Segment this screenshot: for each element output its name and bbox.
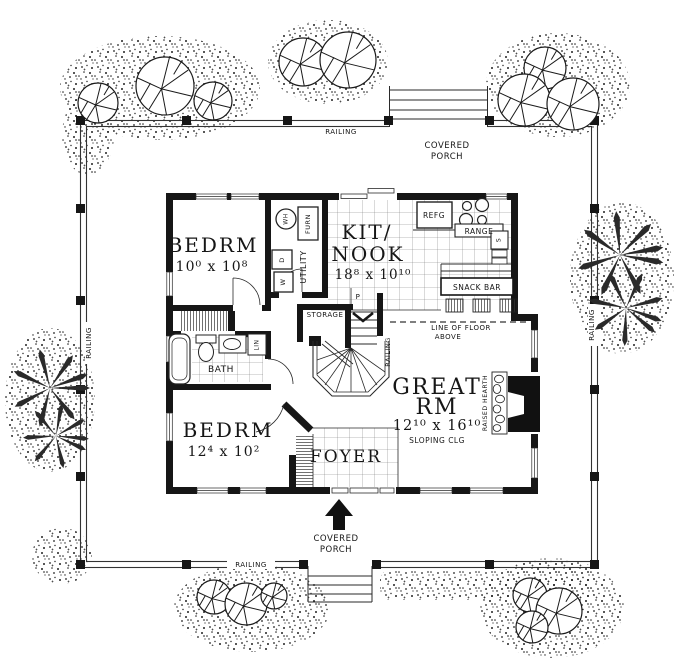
furnace [297,206,319,241]
utility-fixtures [271,206,319,293]
bathtub-inner [171,337,188,381]
washer-label: W [279,278,287,285]
tree-symbol [320,32,376,88]
entry-door-sidelight [331,487,349,494]
utility-label: UTILITY [299,250,308,283]
pantry-label: P [356,293,361,301]
tree-symbol [516,611,548,643]
furnace-label: FURN [304,214,312,234]
water-heater [275,208,297,230]
tree-symbol [498,74,550,126]
linen-label: LIN [254,339,261,350]
great-room-label-line1: GREAT [392,375,482,400]
hearth-stones [492,374,505,432]
tree-symbol [547,78,599,130]
bedroom1-label: BEDRM [168,233,259,257]
fireplace [491,371,540,435]
kitchen-dims: 18⁸ x 10¹⁰ [335,267,412,283]
kitchen-fixtures [413,197,518,313]
railing-posts [76,116,599,569]
firebox [508,392,524,418]
covered-porch-bottom-line1: COVERED [314,534,359,544]
water-heater-label: WH [283,213,290,224]
refrigerator-label: REFG [423,211,445,220]
foyer-tile-floor [313,428,398,487]
top-porch-steps [389,86,488,127]
railing-label-left: RAILING [85,327,93,359]
entry-door [349,487,379,494]
bottom-porch-steps [307,566,373,603]
great-room-dims: 12¹⁰ x 16¹⁰ [393,418,482,434]
covered-porch-top-line1: COVERED [425,141,470,151]
covered-porch-top-line2: PORCH [431,152,463,162]
kitchen-sink [490,230,509,250]
tree-symbol [225,583,267,625]
washer [273,271,294,293]
bedroom1-door-swing [232,277,261,306]
label-backing [588,304,600,346]
refrigerator [416,201,453,229]
bath-fixtures [168,333,267,385]
sloping-ceiling-note: SLOPING CLG [409,436,465,445]
floor-above-label-line2: ABOVE [435,333,462,341]
tree-symbol [136,57,194,115]
foyer-label: FOYER [310,447,382,467]
railing-label-bottom: RAILING [235,561,267,569]
porch-door-panel [340,193,368,199]
great-room-label-line2: RM [415,395,458,420]
dryer-label: D [278,257,286,263]
entry-arrow-icon [325,499,353,530]
bar-stool [499,298,518,313]
toilet-tank [195,334,217,344]
porch-labels: RAILING RAILING RAILING RAILING COVERED … [85,128,600,569]
sink-basin [491,249,508,258]
porch-door-panel [367,188,395,194]
covered-porch-bottom-line2: PORCH [320,545,352,555]
snack-bar-counter [440,277,514,296]
angled-closet-wall [281,401,314,433]
label-backing [85,322,97,364]
railing-label-right: RAILING [588,309,596,341]
sink-label: S [496,238,503,242]
dryer [271,249,293,270]
bedroom2-door-swing [255,403,285,433]
tree-symbol [194,82,232,120]
kitchen-label-line2: NOOK [331,242,404,266]
snack-bar-label: SNACK BAR [453,283,501,292]
sink-basin [223,338,241,350]
bedroom1-dims: 10⁰ x 10⁸ [176,259,249,275]
bar-stool [472,298,491,313]
toilet-bowl [198,342,214,362]
range-burners [458,197,490,228]
closet-hanging-rod [181,311,228,331]
kitchen-label-line1: KIT/ [342,220,393,244]
label-backing [227,559,275,569]
range-label: RANGE [465,227,494,236]
bedroom2-dims: 12⁴ x 10² [188,444,261,460]
bath-door-swing [267,358,294,385]
winder-outer [312,341,390,397]
doors [232,188,395,494]
floor-above-label-line1: LINE OF FLOOR [431,324,491,332]
bar-stool [445,298,464,313]
tree-symbol [261,583,287,609]
tree-symbol [78,83,118,123]
bedroom2-label: BEDRM [183,418,274,442]
stair-down-arrow-icon [352,311,374,323]
sink-basin [491,257,508,265]
railing-label-top: RAILING [325,128,357,136]
staircase: RAILING [312,311,392,397]
foyer-closet [296,434,313,487]
entry-door-sidelight [379,487,395,494]
bath-label: BATH [208,365,234,375]
linen-closet [247,333,267,356]
house-walls [166,193,538,494]
stair-handrail [321,340,354,368]
stair-railing-label: RAILING [384,337,392,367]
storage-label: STORAGE [307,311,344,319]
room-labels: BEDRM 10⁰ x 10⁸ BEDRM 12⁴ x 10² KIT/ NOO… [168,211,503,467]
raised-hearth-label: RAISED HEARTH [482,375,489,431]
